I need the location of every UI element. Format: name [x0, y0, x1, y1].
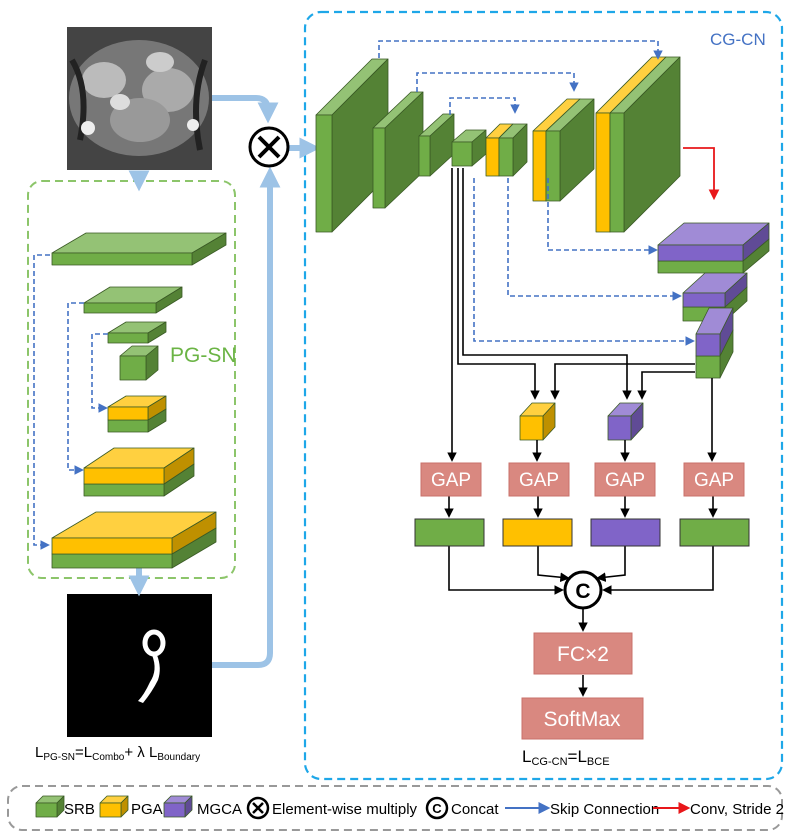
cg-decoder-block-1	[485, 123, 528, 177]
softmax-box: SoftMax	[521, 697, 644, 740]
svg-text:SoftMax: SoftMax	[543, 708, 621, 731]
pg-sn-loss: LPG-SN=LCombo+ λ LBoundary	[35, 744, 200, 763]
gap-box-1: GAP	[420, 462, 482, 497]
pg-encoder-block-3	[107, 321, 167, 344]
gap-label-2: GAP	[519, 470, 559, 491]
legend-pga-cube	[99, 795, 129, 818]
pg-encoder-block-2	[83, 286, 183, 314]
pg-decoder-block-2	[83, 447, 195, 497]
gap-box-3: GAP	[594, 462, 656, 497]
cg-cn-loss: LCG-CN=LBCE	[522, 747, 610, 768]
pg-bottleneck-block	[119, 345, 159, 381]
gap-label-4: GAP	[694, 470, 734, 491]
legend-skip-label: Skip Connection	[550, 801, 659, 818]
svg-text:C: C	[432, 801, 442, 816]
conv-stride-arrow	[683, 147, 720, 201]
cg-encoder-block-3	[418, 113, 455, 177]
legend-concat-icon: C	[425, 796, 449, 820]
legend-srb-cube	[35, 795, 65, 818]
gap-box-2: GAP	[508, 462, 570, 497]
feature-flow-lines	[444, 168, 718, 697]
cg-mgca-stack-1	[657, 222, 770, 274]
svg-text:FC×2: FC×2	[557, 643, 609, 666]
cg-bottleneck-block	[451, 129, 487, 167]
main-flow-arrows	[128, 95, 321, 668]
gap-boxes: GAP GAP GAP GAP	[420, 462, 745, 497]
pga-cube	[519, 402, 556, 441]
legend-multiply-icon	[246, 796, 270, 820]
segmentation-mask-image	[67, 594, 212, 737]
cg-mgca-stack-3	[695, 307, 734, 379]
gap-label-1: GAP	[431, 470, 471, 491]
pg-decoder-block-3	[51, 511, 217, 569]
srb-feature-vector	[414, 518, 485, 547]
cg-cn-container	[303, 10, 784, 781]
pg-encoder-block-1	[51, 232, 227, 266]
gap-box-4: GAP	[683, 462, 745, 497]
legend-conv-label: Conv, Stride 2	[690, 801, 784, 818]
mri-input-image	[67, 27, 212, 170]
legend-pga-label: PGA	[131, 801, 163, 818]
gap-label-3: GAP	[605, 470, 645, 491]
concat-icon: C	[563, 570, 603, 610]
cg-cn-title: CG-CN	[710, 30, 766, 49]
multiply-icon	[248, 126, 290, 168]
mgca-feature-vector	[590, 518, 661, 547]
legend-srb-label: SRB	[64, 801, 95, 818]
cg-decoder-block-3	[595, 56, 681, 233]
fc-box: FC×2	[533, 632, 633, 675]
srb-feature-vector-2	[679, 518, 750, 547]
cg-encoder-block-2	[372, 91, 424, 209]
legend-concat-label: Concat	[451, 801, 499, 818]
legend-mgca-label: MGCA	[197, 801, 242, 818]
legend-multiply-label: Element-wise multiply	[272, 801, 418, 818]
svg-text:C: C	[575, 580, 590, 603]
skip-connections	[33, 40, 695, 550]
pga-feature-vector	[502, 518, 573, 547]
feature-vectors	[414, 518, 750, 547]
pg-decoder-block-1	[107, 395, 167, 433]
legend: SRB PGA MGCA Element-wise multiply C Con…	[35, 795, 784, 820]
cg-mgca-stack-2	[682, 272, 748, 322]
legend-mgca-cube	[163, 795, 193, 818]
mgca-cube	[607, 402, 644, 441]
pg-sn-title: PG-SN	[170, 344, 237, 367]
cg-decoder-block-2	[532, 98, 595, 202]
